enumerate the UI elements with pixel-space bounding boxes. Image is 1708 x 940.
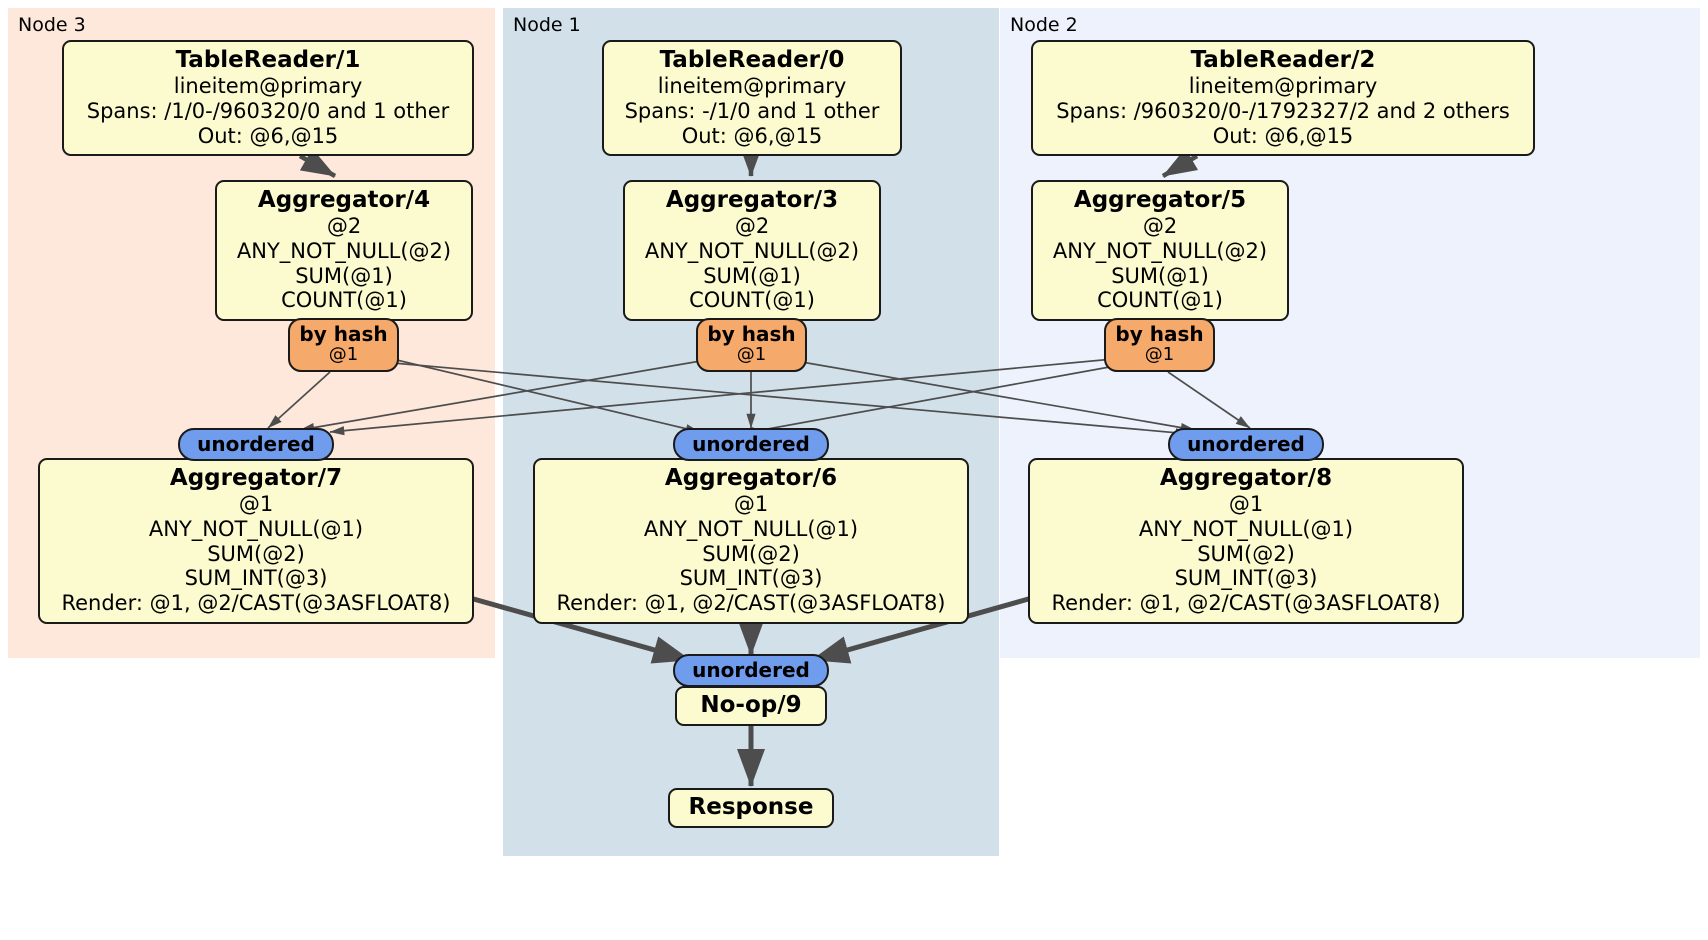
processor-line: lineitem@primary [657,74,847,99]
processor-aggregator-6[interactable]: Aggregator/6 @1 ANY_NOT_NULL(@1) SUM(@2)… [533,458,969,624]
processor-tablereader-0[interactable]: TableReader/0 lineitem@primary Spans: -/… [602,40,902,157]
node-label-node3: Node 3 [18,14,86,36]
processor-line: COUNT(@1) [1097,288,1223,313]
badge-title: unordered [197,432,315,456]
processor-title: Aggregator/8 [1159,465,1333,491]
processor-line: ANY_NOT_NULL(@2) [644,238,860,263]
processor-title: TableReader/1 [175,47,361,73]
badge-unordered-right[interactable]: unordered [1168,428,1324,462]
processor-line: SUM_INT(@3) [679,566,823,591]
processor-line: Out: @6,@15 [681,123,823,148]
processor-line: Render: @1, @2/CAST(@3ASFLOAT8) [61,591,451,616]
processor-aggregator-8[interactable]: Aggregator/8 @1 ANY_NOT_NULL(@1) SUM(@2)… [1028,458,1464,624]
badge-unordered-center[interactable]: unordered [673,428,829,462]
processor-title: Aggregator/6 [664,465,838,491]
badge-by-hash-center[interactable]: by hash @1 [696,318,807,372]
processor-line: ANY_NOT_NULL(@1) [643,516,859,541]
processor-aggregator-7[interactable]: Aggregator/7 @1 ANY_NOT_NULL(@1) SUM(@2)… [38,458,474,624]
processor-line: ANY_NOT_NULL(@1) [1138,516,1354,541]
badge-by-hash-left[interactable]: by hash @1 [288,318,399,372]
processor-line: COUNT(@1) [689,288,815,313]
processor-line: ANY_NOT_NULL(@2) [1052,238,1268,263]
processor-line: @2 [1142,214,1178,239]
badge-title: by hash [1115,322,1204,346]
processor-title: TableReader/2 [1190,47,1376,73]
badge-subtitle: @1 [1144,344,1175,366]
processor-line: SUM(@1) [703,263,801,288]
processor-title: Aggregator/5 [1073,187,1247,213]
processor-line: SUM(@2) [1197,541,1295,566]
badge-subtitle: @1 [328,344,359,366]
processor-line: SUM(@1) [1111,263,1209,288]
processor-line: Out: @6,@15 [1212,123,1354,148]
badge-title: unordered [692,658,810,682]
processor-line: Render: @1, @2/CAST(@3ASFLOAT8) [1051,591,1441,616]
processor-aggregator-4[interactable]: Aggregator/4 @2 ANY_NOT_NULL(@2) SUM(@1)… [215,180,473,322]
processor-line: @1 [733,492,769,517]
badge-subtitle: @1 [736,344,767,366]
processor-line: Render: @1, @2/CAST(@3ASFLOAT8) [556,591,946,616]
processor-line: Spans: /960320/0-/1792327/2 and 2 others [1056,98,1510,123]
processor-line: lineitem@primary [1188,74,1378,99]
processor-line: @2 [734,214,770,239]
processor-title: No-op/9 [700,692,802,718]
processor-line: SUM_INT(@3) [184,566,328,591]
processor-noop-9[interactable]: No-op/9 [675,686,827,727]
processor-line: Spans: -/1/0 and 1 other [624,98,880,123]
processor-response[interactable]: Response [668,788,834,829]
badge-unordered-left[interactable]: unordered [178,428,334,462]
processor-line: SUM(@2) [702,541,800,566]
processor-line: Spans: /1/0-/960320/0 and 1 other [86,98,450,123]
node-label-node2: Node 2 [1010,14,1078,36]
processor-line: @2 [326,214,362,239]
processor-aggregator-3[interactable]: Aggregator/3 @2 ANY_NOT_NULL(@2) SUM(@1)… [623,180,881,322]
badge-title: unordered [692,432,810,456]
processor-title: Response [688,794,814,820]
processor-aggregator-5[interactable]: Aggregator/5 @2 ANY_NOT_NULL(@2) SUM(@1)… [1031,180,1289,322]
processor-line: SUM(@1) [295,263,393,288]
badge-title: unordered [1187,432,1305,456]
processor-line: @1 [1228,492,1264,517]
processor-title: TableReader/0 [659,47,845,73]
processor-tablereader-2[interactable]: TableReader/2 lineitem@primary Spans: /9… [1031,40,1535,157]
processor-line: COUNT(@1) [281,288,407,313]
processor-title: Aggregator/7 [169,465,343,491]
node-label-node1: Node 1 [513,14,581,36]
processor-line: ANY_NOT_NULL(@1) [148,516,364,541]
processor-title: Aggregator/3 [665,187,839,213]
badge-title: by hash [707,322,796,346]
processor-line: SUM(@2) [207,541,305,566]
badge-title: by hash [299,322,388,346]
processor-tablereader-1[interactable]: TableReader/1 lineitem@primary Spans: /1… [62,40,474,157]
processor-line: ANY_NOT_NULL(@2) [236,238,452,263]
processor-line: Out: @6,@15 [197,123,339,148]
badge-unordered-final[interactable]: unordered [673,654,829,688]
processor-line: @1 [238,492,274,517]
processor-line: lineitem@primary [173,74,363,99]
processor-line: SUM_INT(@3) [1174,566,1318,591]
badge-by-hash-right[interactable]: by hash @1 [1104,318,1215,372]
processor-title: Aggregator/4 [257,187,431,213]
